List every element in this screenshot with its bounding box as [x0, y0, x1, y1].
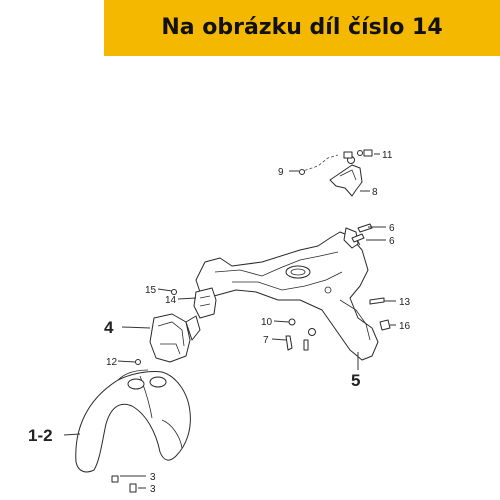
leader-lines: [63, 153, 396, 489]
plate-part-14: [193, 287, 217, 319]
dashed-assembly-line: [299, 154, 339, 173]
screw-part-9: [299, 169, 305, 175]
hardware-parts: [111, 149, 391, 493]
callout-9: 9: [278, 167, 284, 178]
callout-3-upper: 3: [150, 472, 156, 483]
callout-14: 14: [165, 295, 177, 306]
front-fender-part-1-2: [75, 369, 191, 473]
callout-labels: 9 11 8 6 6 15 14 13 4 10 16 7 12 5 1-2 3…: [28, 150, 411, 495]
callout-16: 16: [399, 321, 411, 332]
bracket-part-4: [149, 313, 201, 363]
callout-10: 10: [261, 317, 273, 328]
callout-7: 7: [263, 335, 269, 346]
callout-8: 8: [372, 187, 378, 198]
callout-6-lower: 6: [389, 236, 395, 247]
banner-title: Na obrázku díl číslo 14: [161, 15, 443, 40]
callout-12: 12: [106, 357, 118, 368]
bracket-part-8: [329, 150, 363, 197]
callout-5: 5: [351, 371, 360, 390]
callout-11: 11: [382, 150, 393, 161]
callout-4: 4: [104, 318, 114, 337]
title-banner: Na obrázku díl číslo 14: [104, 0, 500, 56]
callout-3-lower: 3: [150, 484, 156, 495]
inner-fender-part-5: [195, 227, 379, 361]
callout-13: 13: [399, 297, 411, 308]
callout-6-upper: 6: [389, 223, 395, 234]
callout-1-2: 1-2: [28, 426, 53, 445]
callout-15: 15: [145, 285, 157, 296]
